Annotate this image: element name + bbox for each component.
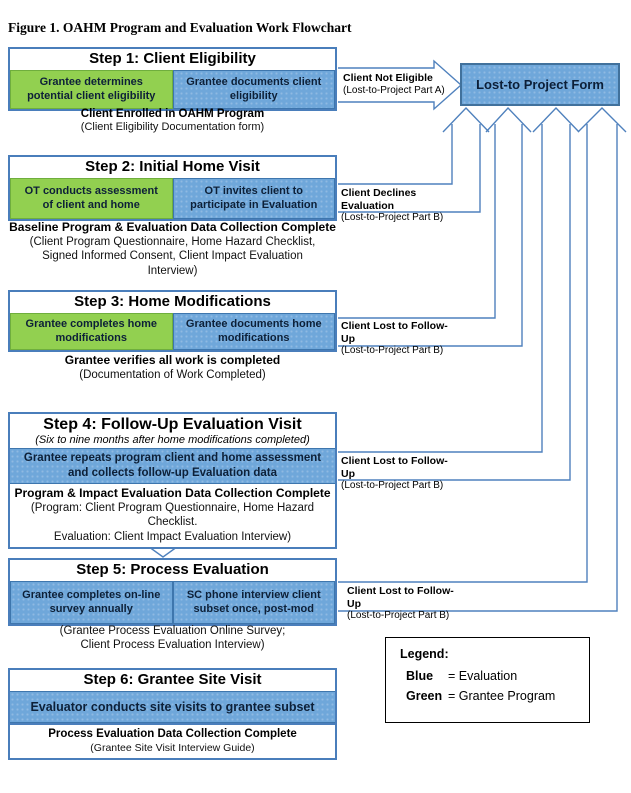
connector-3-sub: (Lost-to-Project Part B) [341, 345, 444, 357]
step-5-survey-cell: Grantee completes on-line survey annuall… [10, 581, 173, 624]
step-5-caption-line1: (Grantee Process Evaluation Online Surve… [59, 625, 286, 637]
step-3-header: Step 3: Home Modifications [74, 293, 271, 310]
step-2-grantee-cell: OT conducts assessment of client and hom… [10, 178, 173, 219]
client-not-eligible-title: Client Not Eligible [343, 72, 433, 84]
legend-def-blue: = Evaluation [448, 669, 518, 683]
step-5-row: Grantee completes on-line survey annuall… [10, 581, 335, 624]
legend-title: Legend: [400, 647, 449, 661]
step-2-header: Step 2: Initial Home Visit [85, 158, 260, 175]
legend-def-green: = Grantee Program [448, 689, 556, 703]
lost-to-project-form-box: Lost-to Project Form [460, 63, 620, 106]
step-2-caption: Baseline Program & Evaluation Data Colle… [8, 220, 337, 278]
step-5-caption-line2: Client Process Evaluation Interview) [80, 639, 265, 652]
client-lost-followup-label-step3: Client Lost to Follow-Up (Lost-to-Projec… [341, 320, 461, 357]
step-1-grantee-cell: Grantee determines potential client elig… [10, 70, 173, 109]
step-3-evaluation-cell: Grantee documents home modifications [172, 313, 335, 350]
client-not-eligible-label: Client Not Eligible (Lost-to-Project Par… [343, 72, 455, 97]
step-2-row: OT conducts assessment of client and hom… [10, 178, 335, 219]
legend-item-blue: Blue = Evaluation [406, 669, 589, 683]
step-6-inner-bold: Process Evaluation Data Collection Compl… [48, 728, 297, 741]
step-4-header: Step 4: Follow-Up Evaluation Visit [43, 416, 302, 433]
connector-5-sub: (Lost-to-Project Part B) [347, 610, 450, 622]
step-4-inner-note: Program & Impact Evaluation Data Collect… [10, 484, 335, 548]
step-6-box: Step 6: Grantee Site Visit Evaluator con… [8, 668, 337, 760]
client-lost-followup-label-step4: Client Lost to Follow-Up (Lost-to-Projec… [341, 455, 461, 492]
step-1-row: Grantee determines potential client elig… [10, 70, 335, 109]
step-2-caption-bold: Baseline Program & Evaluation Data Colle… [9, 220, 336, 234]
figure-title: Figure 1. OAHM Program and Evaluation Wo… [8, 20, 352, 35]
step-3-row: Grantee completes home modifications Gra… [10, 313, 335, 350]
step-3-box: Step 3: Home Modifications Grantee compl… [8, 290, 337, 352]
step-3-caption: Grantee verifies all work is completed (… [8, 353, 337, 382]
legend-term-green: Green [406, 689, 443, 703]
client-declines-evaluation-label: Client Declines Evaluation (Lost-to-Proj… [341, 187, 461, 224]
connector-2-title: Client Declines Evaluation [341, 187, 417, 212]
step-1-caption-bold: Client Enrolled in OAHM Program [80, 108, 265, 120]
step-2-caption-detail: (Client Program Questionnaire, Home Haza… [29, 236, 316, 277]
step-6-header: Step 6: Grantee Site Visit [83, 671, 262, 688]
step-6-evaluation-band: Evaluator conducts site visits to grante… [10, 691, 335, 724]
step-6-inner-line1: (Grantee Site Visit Interview Guide) [90, 741, 255, 754]
step-2-evaluation-cell: OT invites client to participate in Eval… [172, 178, 335, 219]
step-6-inner-note: Process Evaluation Data Collection Compl… [10, 723, 335, 758]
step-1-caption: Client Enrolled in OAHM Program (Client … [8, 107, 337, 135]
step-4-box: Step 4: Follow-Up Evaluation Visit (Six … [8, 412, 337, 550]
connector-3-title: Client Lost to Follow-Up [341, 320, 448, 345]
step-3-caption-bold: Grantee verifies all work is completed [64, 353, 281, 367]
step-1-box: Step 1: Client Eligibility Grantee deter… [8, 47, 337, 111]
legend-term-blue: Blue [406, 669, 434, 683]
step-2-box: Step 2: Initial Home Visit OT conducts a… [8, 155, 337, 221]
step-1-caption-detail: (Client Eligibility Documentation form) [80, 121, 265, 134]
step-4-inner-bold: Program & Impact Evaluation Data Collect… [14, 486, 331, 501]
connector-4-sub: (Lost-to-Project Part B) [341, 480, 444, 492]
step-5-header: Step 5: Process Evaluation [76, 561, 269, 578]
step-5-box: Step 5: Process Evaluation Grantee compl… [8, 558, 337, 626]
step-4-evaluation-band: Grantee repeats program client and home … [10, 448, 335, 485]
step-3-caption-detail: (Documentation of Work Completed) [79, 369, 266, 381]
step-4-inner-line2: Evaluation: Client Impact Evaluation Int… [53, 530, 292, 543]
connector-2-sub: (Lost-to-Project Part B) [341, 212, 444, 224]
client-not-eligible-sub: (Lost-to-Project Part A) [343, 84, 445, 96]
client-lost-followup-label-step5: Client Lost to Follow-Up (Lost-to-Projec… [347, 585, 467, 622]
step-4-subheader: (Six to nine months after home modificat… [35, 434, 310, 447]
step-1-evaluation-cell: Grantee documents client eligibility [172, 70, 335, 109]
step-1-header: Step 1: Client Eligibility [89, 50, 256, 67]
step-4-inner-line1: (Program: Client Program Questionnaire, … [30, 502, 315, 529]
step-5-caption: (Grantee Process Evaluation Online Surve… [8, 624, 337, 653]
legend-box: Legend: Blue = Evaluation Green = Grante… [385, 637, 590, 723]
lost-to-project-form-label: Lost-to Project Form [476, 77, 604, 92]
step-3-grantee-cell: Grantee completes home modifications [10, 313, 173, 350]
connector-5-title: Client Lost to Follow-Up [347, 585, 454, 610]
legend-item-green: Green = Grantee Program [406, 689, 589, 703]
connector-4-title: Client Lost to Follow-Up [341, 455, 448, 480]
step-5-interview-cell: SC phone interview client subset once, p… [172, 581, 335, 624]
